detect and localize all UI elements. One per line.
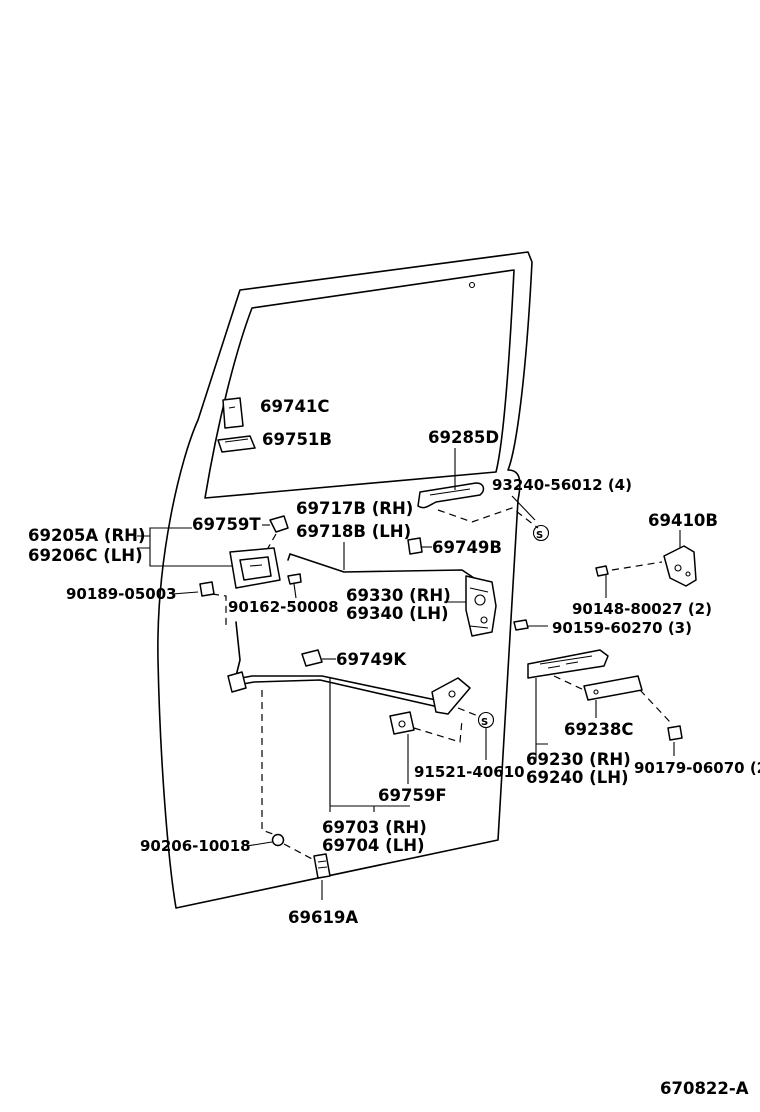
label-90159-60270: 90159-60270 (3) — [552, 619, 692, 637]
part-inside-handle — [229, 547, 281, 589]
label-90189-05003: 90189-05003 — [66, 585, 177, 603]
label-69759T: 69759T — [192, 515, 261, 534]
part-69749K-clip — [301, 649, 323, 667]
door-panel-outline — [157, 251, 533, 909]
label-90162-50008: 90162-50008 — [228, 598, 339, 616]
part-90148-80027-bolt — [595, 565, 609, 577]
part-69330-door-lock — [465, 575, 497, 637]
label-69340: 69340 (LH) — [346, 604, 449, 623]
part-bellcrank — [431, 677, 471, 715]
label-69230: 69230 (RH) — [526, 750, 631, 769]
label-69759F: 69759F — [378, 786, 447, 805]
label-69741C: 69741C — [260, 397, 330, 416]
part-90206-10018-washer — [271, 833, 285, 847]
part-69410B-bracket — [663, 545, 697, 587]
label-69718B: 69718B (LH) — [296, 522, 411, 541]
label-93240-56012: 93240-56012 (4) — [492, 476, 632, 494]
svg-text:S: S — [536, 530, 543, 541]
part-69703-rod — [227, 671, 437, 707]
label-69749K: 69749K — [336, 650, 407, 669]
label-69240: 69240 (LH) — [526, 768, 629, 787]
part-90159-60270-screw — [513, 619, 529, 631]
part-69759T-clip — [269, 515, 289, 533]
part-69619A-striker — [313, 853, 331, 879]
label-90179-06070: 90179-06070 (2) — [634, 759, 760, 777]
part-69285D-outside-handle — [417, 482, 485, 509]
svg-text:S: S — [481, 717, 488, 728]
part-69749B-clip — [407, 537, 423, 555]
s-marker-lower: S — [477, 711, 495, 729]
label-90206-10018: 90206-10018 — [140, 837, 251, 855]
label-91521-40610: 91521-40610 — [414, 763, 525, 781]
part-69751B-bezel — [217, 435, 256, 453]
label-69206C: 69206C (LH) — [28, 546, 143, 565]
label-69717B: 69717B (RH) — [296, 499, 413, 518]
label-69410B: 69410B — [648, 511, 718, 530]
part-69717B-rod — [287, 553, 475, 579]
label-69619A: 69619A — [288, 908, 358, 927]
figure-id: 670822-A — [660, 1079, 749, 1098]
label-69704: 69704 (LH) — [322, 836, 425, 855]
s-marker-upper: S — [532, 524, 550, 542]
part-69759F-clip — [389, 711, 415, 735]
label-69330: 69330 (RH) — [346, 586, 451, 605]
part-90189-05003-nut — [199, 581, 215, 597]
part-69230-outer-handle — [527, 649, 609, 679]
label-90148-80027: 90148-80027 (2) — [572, 600, 712, 618]
part-69238C-plate — [583, 675, 643, 701]
label-69749B: 69749B — [432, 538, 502, 557]
part-90162-50008-screw — [287, 573, 302, 585]
label-69238C: 69238C — [564, 720, 634, 739]
label-69703: 69703 (RH) — [322, 818, 427, 837]
label-69285D: 69285D — [428, 428, 499, 447]
label-69751B: 69751B — [262, 430, 332, 449]
part-69741C-knob — [222, 397, 244, 429]
part-90179-06070-nut — [667, 725, 683, 741]
label-69205A: 69205A (RH) — [28, 526, 146, 545]
